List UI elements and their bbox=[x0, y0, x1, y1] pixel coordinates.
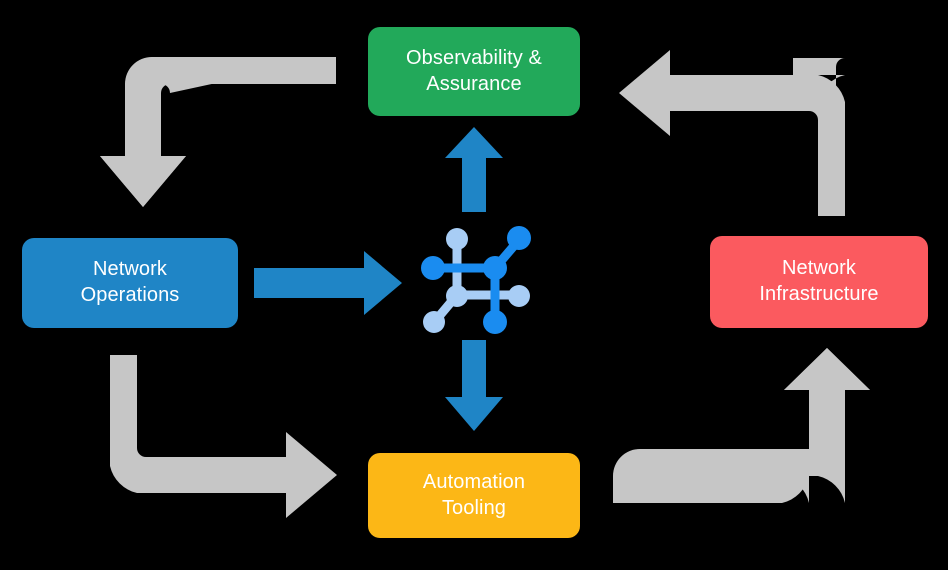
node-label-network-operations: Network Operations bbox=[80, 258, 180, 306]
node-box-observability[interactable]: Observability & Assurance bbox=[368, 27, 580, 116]
node-label-network-infrastructure: Network Infrastructure bbox=[759, 257, 879, 305]
node-box-network-infrastructure[interactable]: Network Infrastructure bbox=[710, 236, 928, 328]
node-label-automation-tooling: Automation Tooling bbox=[422, 470, 526, 519]
gray-arrow-infrastructure-to-observability-body bbox=[619, 50, 845, 216]
node-box-network-operations[interactable]: Network Operations bbox=[22, 238, 238, 328]
network-icon-light-nodes bbox=[423, 228, 530, 333]
gray-arrow-operations-to-automation bbox=[110, 355, 337, 518]
gray-arrow-automation-to-infrastructure-body bbox=[613, 348, 870, 503]
blue-arrow-center-to-automation bbox=[445, 340, 503, 431]
blue-arrow-operations-to-center bbox=[254, 251, 402, 315]
gray-arrow-observability-to-operations-corner bbox=[100, 57, 336, 207]
blue-arrow-center-to-observability bbox=[445, 127, 503, 212]
node-label-observability: Observability & Assurance bbox=[406, 46, 542, 95]
network-icon-dark-nodes bbox=[421, 226, 531, 334]
node-box-automation-tooling[interactable]: Automation Tooling bbox=[368, 453, 580, 538]
